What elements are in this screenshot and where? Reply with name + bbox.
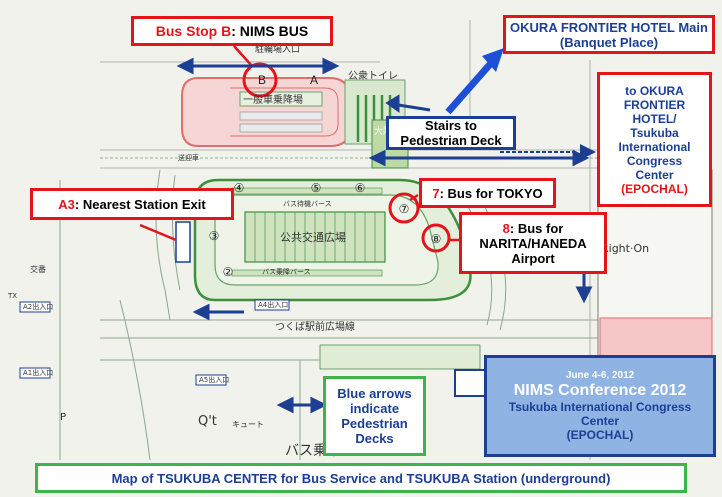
stairs-line2: Pedestrian Deck xyxy=(400,133,502,148)
a3-suffix: : Nearest Station Exit xyxy=(74,196,206,212)
a5-exit-label: A5出入口 xyxy=(199,375,229,384)
koban-label: 交番 xyxy=(30,264,46,274)
bay-6-number: ⑥ xyxy=(355,181,366,195)
bus7-prefix: 7 xyxy=(432,185,440,201)
hotel-main-line2: (Banquet Place) xyxy=(559,34,659,50)
bus-stop-b-circle xyxy=(242,62,278,98)
plaza-label: 公共交通広場 xyxy=(280,230,346,244)
kute-label: キュート xyxy=(232,420,264,429)
conference-box: June 4-6, 2012 NIMS Conference 2012 Tsuk… xyxy=(484,355,716,457)
bus-stop-b-suffix: : NIMS BUS xyxy=(231,22,309,39)
bus-stop-b-callout: Bus Stop B: NIMS BUS xyxy=(131,16,333,46)
a3-callout: A3: Nearest Station Exit xyxy=(30,188,234,220)
bay-a-number: A xyxy=(310,73,318,87)
conference-title: NIMS Conference 2012 xyxy=(513,382,687,399)
hotel-main-arrow xyxy=(445,48,504,115)
a5-exit-marker xyxy=(195,374,227,386)
to-okura-line4: Tsukuba xyxy=(630,125,679,140)
conference-venue-line2: Center xyxy=(580,414,619,428)
to-okura-line7: Center xyxy=(635,167,674,182)
map-labels: 駐輪場入口 公衆トイレ 一般車乗降場 大階段 公共交通広場 バス待機バース バス… xyxy=(7,43,649,459)
bay-2-number: ② xyxy=(223,265,234,279)
a3-exit-marker xyxy=(175,221,191,263)
bay-b-number: B xyxy=(258,73,266,87)
pedestrian-deck-arrows xyxy=(176,57,593,414)
parking-p-label: P xyxy=(60,412,66,423)
bus7-callout: 7: Bus for TOKYO xyxy=(419,178,556,208)
hotel-main-callout: OKURA FRONTIER HOTEL Main (Banquet Place… xyxy=(503,15,715,54)
pickup-label: 送迎車 xyxy=(178,153,199,162)
to-okura-line2: FRONTIER xyxy=(623,97,686,112)
a2-exit-marker xyxy=(19,301,51,313)
map-caption: Map of TSUKUBA CENTER for Bus Service an… xyxy=(35,463,687,493)
stairs-callout: Stairs to Pedestrian Deck xyxy=(386,116,516,150)
bay-5-number: ⑤ xyxy=(311,181,322,195)
bus8-prefix: 8 xyxy=(502,220,510,236)
bus-stop-b-prefix: Bus Stop B xyxy=(155,22,232,39)
legend-line4: Decks xyxy=(355,431,394,446)
a1-exit-marker xyxy=(19,367,51,379)
bus-plaza xyxy=(193,178,472,302)
conference-venue-line3: (EPOCHAL) xyxy=(566,428,634,442)
toilet-label: 公衆トイレ xyxy=(348,69,398,82)
station-road-label: つくば駅前広場線 xyxy=(275,320,355,333)
bus8-line3: Airport xyxy=(511,250,555,266)
bus7-suffix: : Bus for TOKYO xyxy=(439,185,543,201)
bus8-callout: 8: Bus for NARITA/HANEDA Airport xyxy=(459,212,607,274)
bay-3-number: ③ xyxy=(209,229,220,243)
bay-7-number: ⑦ xyxy=(399,202,410,216)
station-entrance-box xyxy=(454,369,486,397)
epochal-arrow xyxy=(500,144,596,160)
bus-stop-8-circle xyxy=(421,223,451,253)
a4-exit-label: A4出入口 xyxy=(258,300,288,309)
qt-label: Q't xyxy=(198,414,217,429)
a1-exit-label: A1出入口 xyxy=(23,368,53,377)
callout-pointers xyxy=(139,45,460,242)
bus-stop-platform xyxy=(319,344,481,370)
bus8-line1: : Bus for xyxy=(509,220,564,236)
conference-venue-line1: Tsukuba International Congress xyxy=(508,400,692,414)
to-okura-line3: HOTEL/ xyxy=(632,111,677,126)
conference-date: June 4-6, 2012 xyxy=(565,370,635,381)
legend-line1: Blue arrows xyxy=(337,386,412,401)
to-okura-line1: to OKURA xyxy=(625,83,684,98)
bay-8-number: ⑧ xyxy=(431,232,442,246)
a2-exit-label: A2出入口 xyxy=(23,302,53,311)
a4-exit-marker xyxy=(254,299,290,311)
upper-parking-lot xyxy=(181,77,351,147)
bus-pool-label: バス待機バース xyxy=(283,199,332,208)
a3-prefix: A3 xyxy=(58,196,75,212)
bicycle-entrance-label: 駐輪場入口 xyxy=(255,43,300,55)
legend-line3: Pedestrian xyxy=(341,416,408,431)
hotel-main-line1: OKURA FRONTIER HOTEL Main xyxy=(510,19,708,35)
to-okura-callout: to OKURA FRONTIER HOTEL/ Tsukuba Interna… xyxy=(597,72,712,207)
bus-stop-7-circle xyxy=(388,192,420,224)
bus8-line2: NARITA/HANEDA xyxy=(479,235,587,251)
legend-line2: indicate xyxy=(349,401,400,416)
blue-arrows-legend: Blue arrows indicate Pedestrian Decks xyxy=(323,376,426,456)
bay-4-number: ④ xyxy=(234,181,245,195)
hotel-direction-zone xyxy=(599,317,713,357)
to-okura-line5: International xyxy=(618,139,691,154)
tx-label: TX xyxy=(7,292,17,300)
to-okura-line6: Congress xyxy=(626,153,683,168)
bus-berth-label: バス乗降バース xyxy=(262,267,311,276)
parking-label: 一般車乗降場 xyxy=(243,93,303,106)
stairs-line1: Stairs to xyxy=(424,118,477,133)
to-okura-line8: (EPOCHAL) xyxy=(621,181,688,196)
right-on-label: Right·On xyxy=(601,242,649,255)
